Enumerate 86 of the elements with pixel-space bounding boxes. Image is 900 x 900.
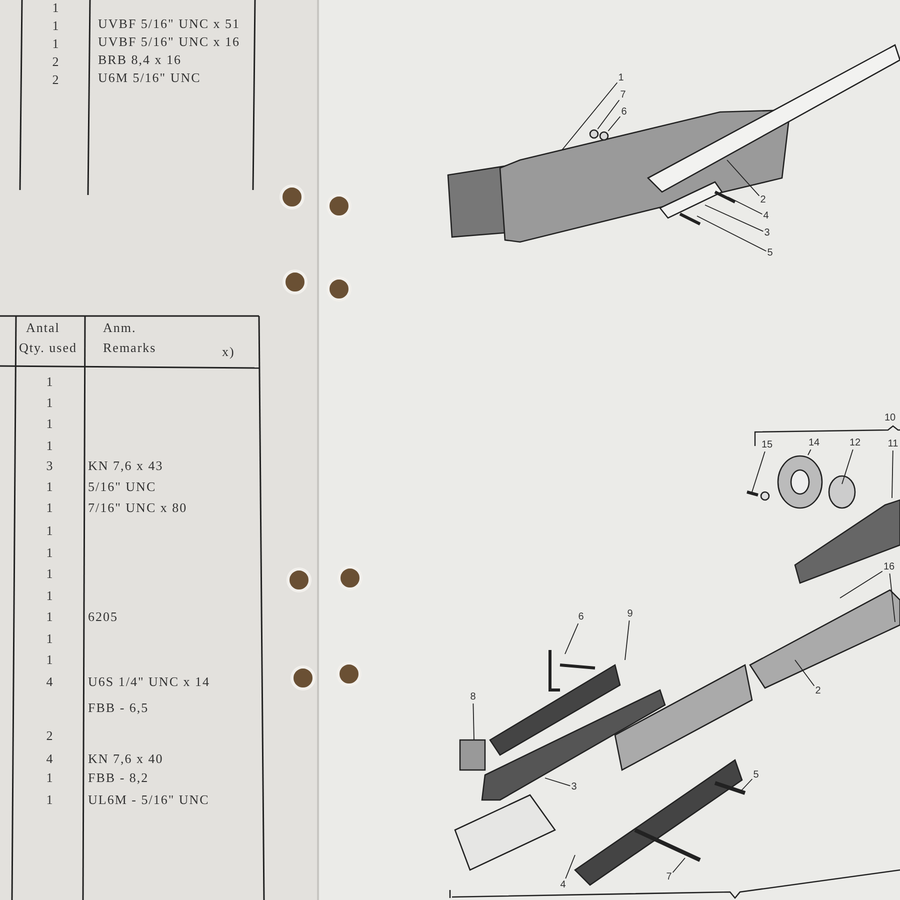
callout-number: 7 (620, 90, 626, 100)
remark-cell: UVBF 5/16" UNC x 16 (98, 34, 240, 49)
leader-line (562, 82, 618, 150)
remark-cell: FBB - 8,2 (88, 770, 149, 785)
callout-number: 3 (764, 228, 770, 238)
callout-number: 10 (884, 412, 896, 424)
quantity-cell-text: 1 (45, 438, 55, 453)
remark-cell: 7/16" UNC x 80 (88, 500, 188, 515)
callout-number: 8 (470, 692, 476, 702)
leader-line (704, 204, 764, 232)
quantity-cell-text: 1 (45, 395, 55, 410)
quantity-cell-text: 2 (51, 54, 61, 69)
quantity-cell-text: 1 (51, 0, 61, 15)
leader-line (889, 573, 896, 622)
callout-number: 5 (767, 248, 773, 258)
callout-number: 4 (560, 880, 566, 890)
quantity-cell-text: 2 (45, 728, 55, 743)
callout-number: 11 (888, 438, 898, 450)
leader-line (672, 858, 686, 873)
leader-line (624, 620, 630, 660)
callout-number: 14 (808, 438, 820, 448)
remark-cell: KN 7,6 x 43 (88, 458, 164, 473)
callout-number: 3 (571, 782, 577, 792)
leader-line (740, 778, 753, 792)
leader-line (892, 450, 894, 498)
remark-cell: UL6M - 5/16" UNC (88, 792, 210, 807)
leader-line (840, 570, 883, 598)
quantity-cell-text: 1 (45, 566, 55, 581)
column-header: x) (222, 344, 235, 359)
quantity-cell-text: 1 (45, 588, 55, 603)
leader-line (794, 660, 815, 686)
column-header: Antal (26, 320, 60, 335)
quantity-cell-text: 1 (45, 792, 55, 807)
remark-cell: KN 7,6 x 40 (88, 751, 164, 766)
leader-line (565, 854, 576, 879)
quantity-cell-text: 1 (45, 479, 55, 494)
quantity-cell-text: 4 (45, 674, 55, 689)
callout-number: 4 (763, 210, 769, 222)
remark-cell: 5/16" UNC (88, 479, 156, 494)
column-header: Qty. used (19, 340, 77, 355)
callout-number: 1 (618, 72, 624, 84)
leader-line (696, 216, 767, 252)
callout-number: 15 (761, 440, 773, 450)
quantity-cell-text: 1 (45, 652, 55, 667)
remark-cell: BRB 8,4 x 16 (98, 52, 182, 67)
remark-cell: FBB - 6,5 (88, 700, 149, 715)
callout-number: 6 (578, 612, 584, 622)
quantity-cell-text: 1 (45, 545, 55, 560)
quantity-cell-text: 1 (51, 18, 61, 33)
nut (589, 129, 599, 139)
quantity-cell-text: 1 (45, 631, 55, 646)
leader-line (472, 703, 474, 740)
callout-number: 7 (666, 872, 672, 882)
leader-line (597, 100, 620, 130)
leader-line (808, 449, 812, 456)
remark-cell: UVBF 5/16" UNC x 51 (98, 16, 240, 31)
column-header: Anm. (103, 320, 136, 335)
callout-number: 9 (627, 608, 633, 620)
quantity-cell-text: 1 (45, 609, 55, 624)
callout-number: 16 (883, 562, 895, 572)
leader-line (842, 449, 854, 484)
leader-line (728, 196, 763, 215)
washer (599, 131, 609, 141)
callout-number: 6 (621, 106, 627, 118)
quantity-cell-text: 4 (45, 751, 55, 766)
remark-cell: 6205 (88, 609, 118, 624)
quantity-cell-text: 1 (45, 416, 55, 431)
callout-number: 2 (815, 686, 821, 696)
quantity-cell-text: 1 (45, 374, 55, 389)
remark-cell: U6S 1/4" UNC x 14 (88, 674, 210, 689)
callout-number: 5 (753, 770, 759, 780)
leader-line (564, 623, 579, 654)
remark-cell: U6M 5/16" UNC (98, 70, 201, 85)
quantity-cell-text: 1 (45, 770, 55, 785)
leader-line (726, 160, 760, 196)
quantity-cell-text: 1 (45, 500, 55, 515)
callout-number: 2 (760, 194, 766, 206)
leader-line (544, 778, 571, 786)
quantity-cell-text: 1 (45, 523, 55, 538)
column-header: Remarks (103, 340, 156, 355)
leader-line (752, 451, 766, 492)
quantity-cell-text: 1 (51, 36, 61, 51)
quantity-cell-text: 2 (51, 72, 61, 87)
quantity-cell-text: 3 (45, 458, 55, 473)
callout-number: 12 (849, 438, 861, 448)
leader-line (608, 116, 621, 132)
